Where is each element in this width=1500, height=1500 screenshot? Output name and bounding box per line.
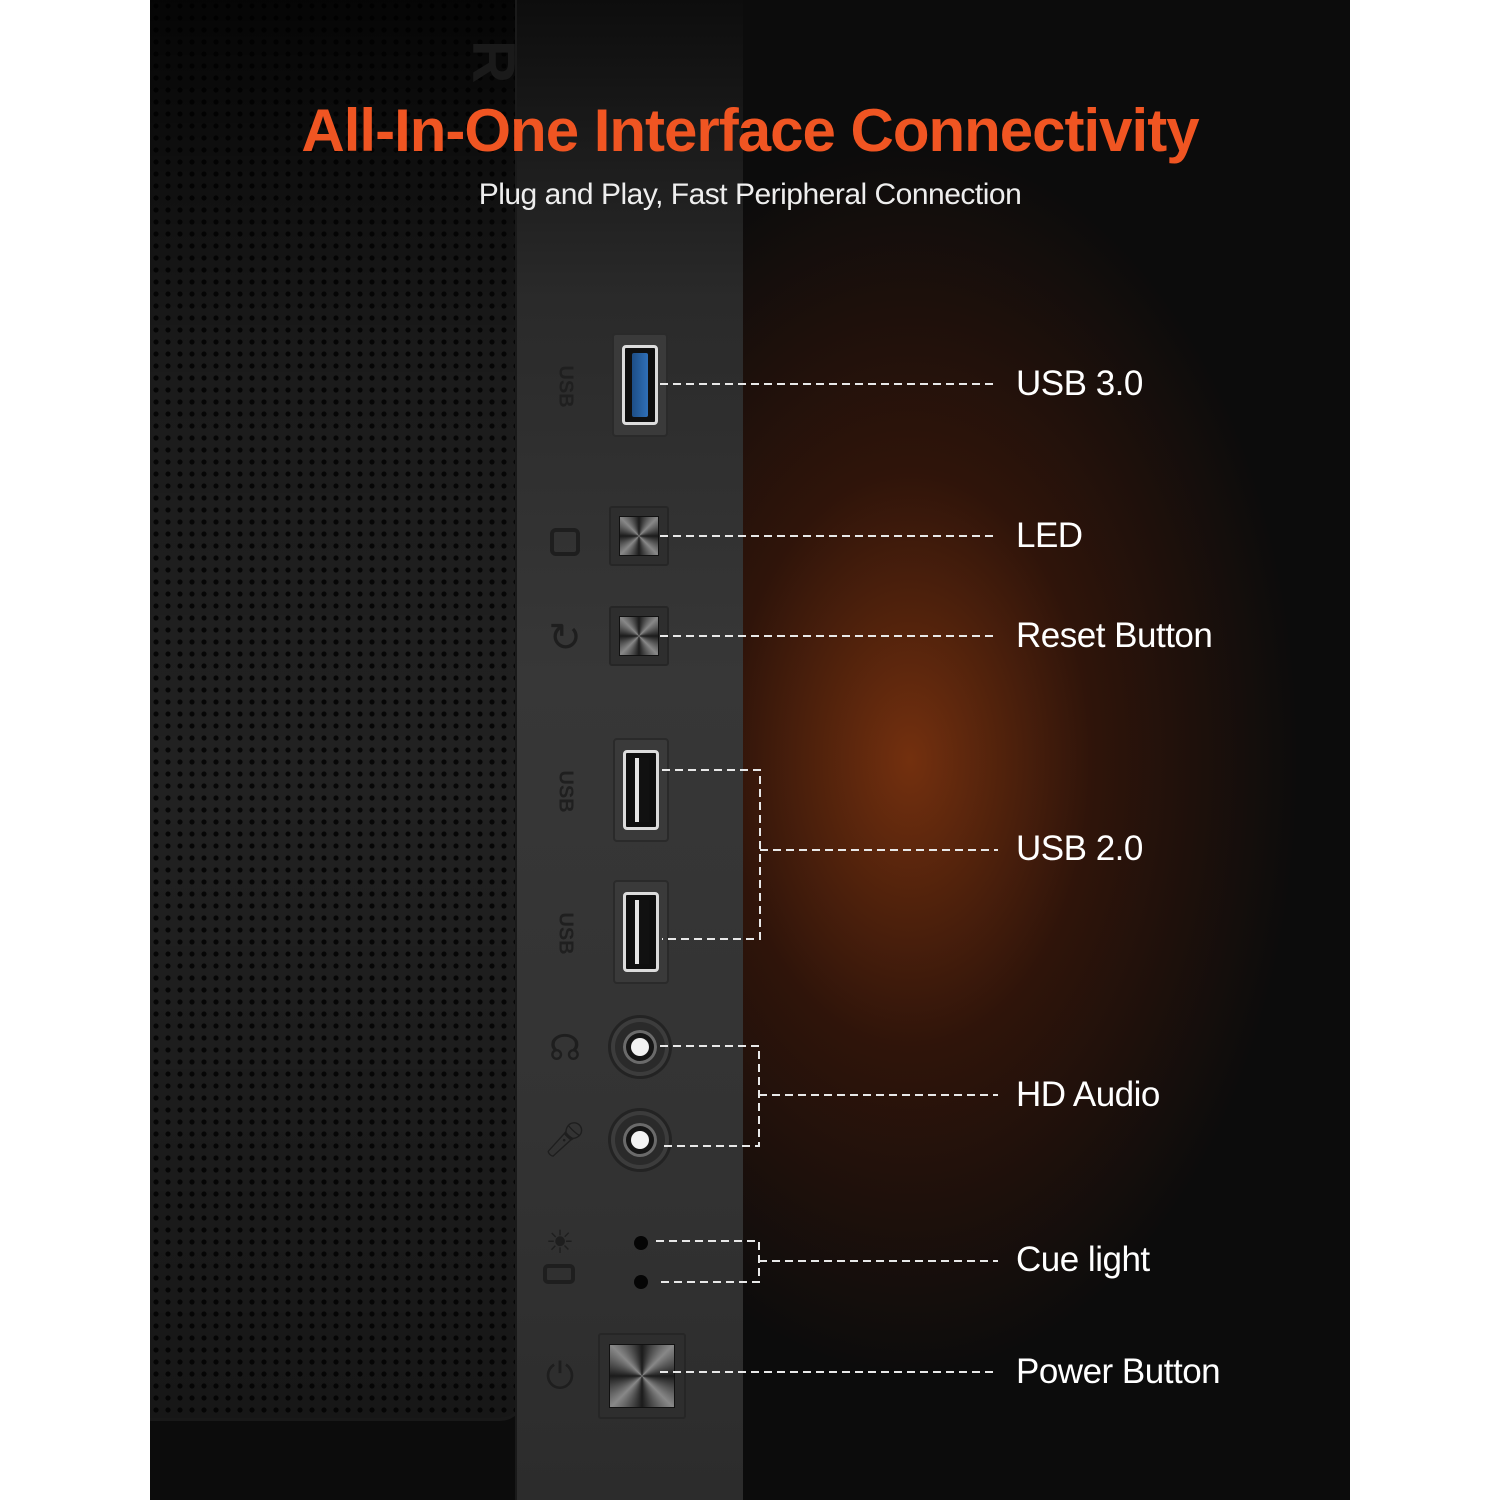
microphone-icon: 🎤︎ <box>543 1121 587 1159</box>
light-icon: ☀ <box>545 1224 575 1260</box>
reset-button[interactable] <box>609 606 669 666</box>
reset-callout: Reset Button <box>1016 616 1213 655</box>
usb2-port-bottom[interactable] <box>613 880 669 984</box>
power-icon: ⏻ <box>545 1355 575 1396</box>
page-title: All-In-One Interface Connectivity <box>301 97 1199 164</box>
reset-button-face <box>619 616 659 656</box>
usb2-slot <box>623 750 659 830</box>
usb2-slot <box>623 892 659 972</box>
usb2-callout: USB 2.0 <box>1016 829 1143 868</box>
led-button[interactable] <box>609 506 669 566</box>
led-icon <box>550 528 580 556</box>
power-callout: Power Button <box>1016 1352 1221 1391</box>
usb3-port[interactable] <box>612 333 668 437</box>
power-button[interactable] <box>598 1333 686 1419</box>
cue-callout: Cue light <box>1016 1240 1150 1279</box>
headphone-jack-ring <box>623 1030 657 1064</box>
hdd-indicator-light <box>634 1275 648 1289</box>
page-subtitle: Plug and Play, Fast Peripheral Connectio… <box>478 178 1022 211</box>
microphone-jack[interactable] <box>611 1111 669 1169</box>
led-callout: LED <box>1016 516 1083 555</box>
power-indicator-light <box>634 1236 648 1250</box>
audio-callout: HD Audio <box>1016 1075 1160 1114</box>
usb2-port-top[interactable] <box>613 738 669 842</box>
microphone-jack-ring <box>623 1123 657 1157</box>
reset-icon: ↻ <box>548 616 582 660</box>
usb-side-label: USB <box>554 912 577 955</box>
product-scene <box>150 0 1350 1500</box>
usb-side-label: USB <box>554 770 577 813</box>
headphone-jack[interactable] <box>611 1018 669 1076</box>
brand-logo-mark: R <box>460 40 527 86</box>
headphone-icon: ☊ <box>549 1027 581 1068</box>
mesh-shade <box>150 0 522 1418</box>
led-button-face <box>619 516 659 556</box>
usb3-slot <box>622 345 658 425</box>
hdd-icon <box>543 1264 575 1284</box>
power-button-face <box>609 1344 675 1408</box>
usb3-callout: USB 3.0 <box>1016 364 1143 403</box>
usb-side-label: USB <box>554 365 577 408</box>
